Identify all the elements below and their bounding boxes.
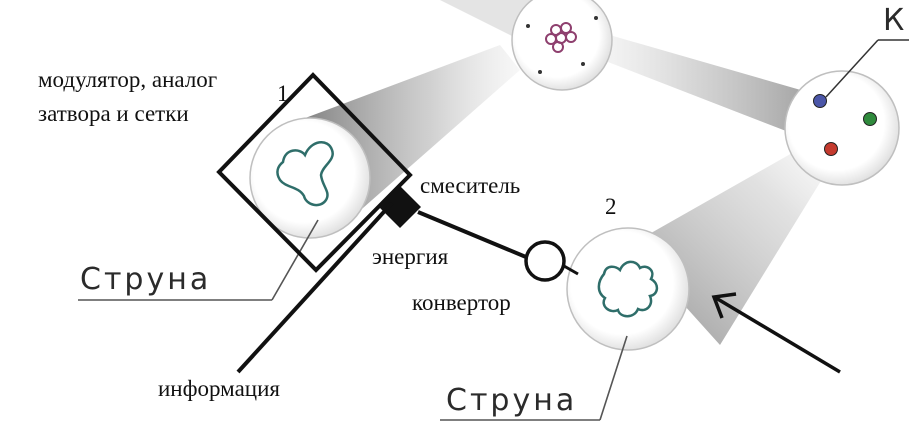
mixer-diamond	[379, 186, 421, 228]
electron-dots	[526, 16, 598, 74]
label-information: информация	[158, 376, 280, 401]
particle-red	[824, 142, 838, 156]
label-number-1: 1	[277, 81, 289, 106]
arrow-shaft	[715, 296, 841, 374]
label-corner-letter: К	[883, 3, 907, 38]
string-curve-right	[597, 260, 659, 318]
arrow-head	[711, 292, 737, 319]
string-left-leader	[271, 219, 319, 301]
label-string-right: Струна	[446, 383, 577, 418]
energy-line	[417, 210, 527, 259]
particle-green	[863, 112, 877, 126]
disc-lower	[566, 227, 690, 351]
label-modulator-line2: затвора и сетки	[38, 101, 189, 126]
string-curve-left	[276, 141, 334, 207]
nucleus-cluster	[545, 22, 577, 53]
label-string-left: Струна	[80, 262, 211, 297]
disc-right	[784, 70, 900, 186]
label-modulator-line1: модулятор, аналог	[38, 67, 217, 92]
particle-leader-line	[825, 39, 879, 98]
label-mixer: смеситель	[420, 173, 520, 198]
label-converter: конвертор	[412, 290, 511, 315]
modulator-diamond	[216, 72, 413, 273]
disc-left	[249, 117, 371, 239]
label-energy: энергия	[372, 244, 449, 269]
particle-blue	[813, 94, 827, 108]
converter-link	[563, 264, 579, 276]
information-line	[236, 201, 394, 374]
string-right-leader	[599, 335, 628, 421]
converter-circle	[524, 240, 566, 282]
label-number-2: 2	[605, 194, 617, 219]
